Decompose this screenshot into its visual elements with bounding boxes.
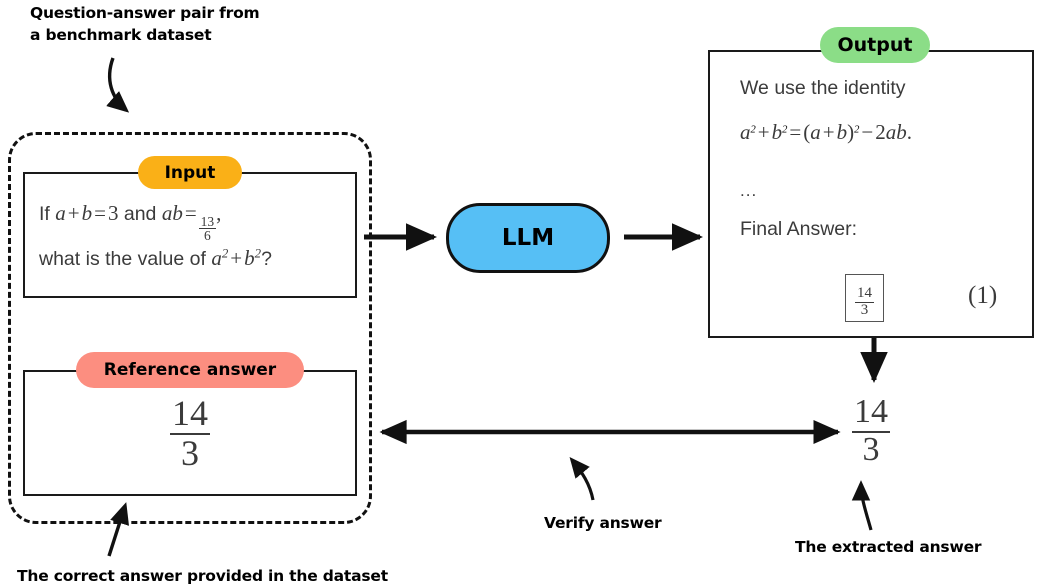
q-op-plus2: + — [230, 246, 243, 271]
q-op-eq2: = — [184, 201, 197, 225]
arrow-annotation-to-dataset-group — [106, 57, 130, 113]
identity-group-b: b — [836, 120, 848, 144]
q-var-b: b — [81, 201, 93, 225]
input-q-line2: what is the value of a2+b2? — [39, 246, 272, 271]
identity-b-exp: 2 — [782, 124, 788, 136]
identity-two: 2 — [875, 120, 886, 144]
identity-plus: + — [757, 120, 770, 144]
reference-answer-fraction: 14 3 — [170, 395, 210, 471]
q-var-ab: ab — [161, 201, 183, 225]
identity-close-paren: ) — [847, 120, 855, 144]
identity-group-plus: + — [822, 120, 835, 144]
identity-group-a: a — [810, 120, 821, 144]
reference-answer-badge: Reference answer — [76, 352, 304, 388]
output-identity-equation: a2+b2=(a+b)2−2ab. — [740, 120, 912, 145]
annotation-question-answer-pair: Question-answer pair from a benchmark da… — [30, 4, 260, 44]
boxed-answer-frame: 14 3 — [845, 274, 884, 322]
identity-period: . — [906, 120, 912, 144]
extracted-answer-numerator: 14 — [852, 395, 890, 433]
q-frac-den: 6 — [204, 228, 211, 244]
dataset-group-container — [8, 132, 372, 524]
identity-a-exp: 2 — [750, 124, 756, 136]
extracted-answer-value: 14 3 — [852, 395, 890, 468]
q-a-squared-base: a — [211, 246, 222, 271]
identity-open-paren: ( — [803, 120, 811, 144]
q-num-3: 3 — [107, 201, 119, 225]
output-line1: We use the identity — [740, 77, 906, 99]
extracted-answer-denominator: 3 — [862, 430, 880, 468]
output-badge: Output — [820, 27, 930, 63]
reference-answer-denominator: 3 — [181, 432, 199, 473]
identity-b-base: b — [771, 120, 783, 144]
boxed-answer-numerator: 14 — [855, 285, 874, 303]
output-final-answer-label: Final Answer: — [740, 218, 858, 240]
arrow-dataset-label-to-group — [107, 502, 130, 557]
reference-answer-panel: 14 3 — [23, 370, 357, 496]
input-badge: Input — [138, 156, 242, 189]
reference-answer-numerator: 14 — [170, 392, 210, 435]
boxed-answer-fraction: 14 3 — [855, 286, 874, 318]
output-panel: We use the identity a2+b2=(a+b)2−2ab. ..… — [708, 50, 1034, 338]
output-boxed-answer: 14 3 — [845, 274, 884, 322]
q-comma: , — [216, 201, 222, 225]
q-prefix: If — [39, 203, 56, 225]
boxed-answer-denominator: 3 — [860, 301, 869, 318]
identity-a-base: a — [740, 120, 751, 144]
output-equation-number: (1) — [968, 282, 998, 309]
q-a-squared-exp: 2 — [221, 246, 229, 261]
q-question-mark: ? — [261, 248, 272, 271]
annotation-extracted-answer: The extracted answer — [795, 538, 982, 556]
q-b-squared-base: b — [244, 246, 255, 271]
arrow-extracted-label-to-value — [851, 480, 873, 531]
q-line2-prefix: what is the value of — [39, 248, 212, 271]
identity-group-exp: 2 — [854, 124, 860, 136]
llm-node[interactable]: LLM — [446, 203, 610, 273]
identity-ab: ab — [885, 120, 907, 144]
annotation-verify-answer: Verify answer — [544, 514, 662, 532]
identity-equals: = — [789, 120, 802, 144]
arrow-verify-label-to-line — [569, 457, 595, 501]
annotation-correct-answer-dataset: The correct answer provided in the datas… — [17, 567, 388, 585]
q-frac-num: 13 — [198, 213, 217, 230]
q-var-a: a — [55, 201, 66, 225]
q-op-eq: = — [94, 201, 106, 225]
identity-minus: − — [861, 120, 874, 144]
q-b-squared-exp: 2 — [254, 246, 262, 261]
reference-answer-value-wrap: 14 3 — [25, 372, 355, 494]
extracted-answer-fraction: 14 3 — [852, 395, 890, 467]
output-ellipsis: ... — [740, 181, 758, 200]
q-op-plus: + — [67, 201, 80, 225]
q-and: and — [118, 203, 162, 225]
